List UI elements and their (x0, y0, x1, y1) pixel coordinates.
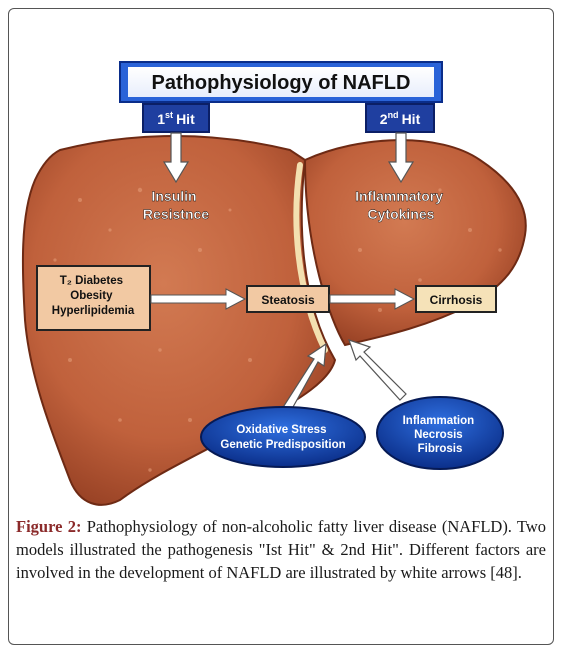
falciform-ligament (293, 162, 328, 353)
hit1-arrow (162, 132, 190, 184)
risk-factors-box (36, 265, 151, 331)
inflammation-oval (376, 396, 504, 470)
diagram-title: Pathophysiology of NAFLD (152, 72, 411, 94)
inflammation-text: Inflammation Necrosis Fibrosis (403, 415, 478, 455)
inflammation-arrow (348, 339, 407, 401)
steatosis-box (246, 285, 330, 313)
liver-texture (53, 187, 502, 472)
hit2-box (365, 103, 435, 133)
steatosis-text: Steatosis (261, 293, 315, 307)
cirrhosis-box (415, 285, 497, 313)
risk-factors-text: T₂ Diabetes Obesity Hyperlipidemia (52, 275, 135, 317)
inflammatory-text: Inflammatory Cytokines (355, 188, 447, 222)
risk-to-steatosis-arrow (150, 288, 247, 310)
oxidative-text: Oxidative Stress Genetic Predisposition (220, 424, 345, 451)
steatosis-to-cirrhosis-arrow (329, 288, 416, 310)
oxidative-oval (200, 406, 366, 468)
caption-label: Figure 2: (16, 517, 82, 536)
hit2-arrow (387, 132, 415, 184)
insulin-text: Insulin Resistnce (143, 188, 209, 222)
title-box-inner (128, 67, 434, 97)
cirrhosis-text: Cirrhosis (430, 293, 483, 307)
hit1-box (142, 103, 210, 133)
liver-right-lobe (303, 139, 527, 347)
caption-text: Pathophysiology of non-alcoholic fatty l… (16, 517, 546, 582)
figure-caption: Figure 2: Pathophysiology of non-alcohol… (16, 515, 546, 584)
